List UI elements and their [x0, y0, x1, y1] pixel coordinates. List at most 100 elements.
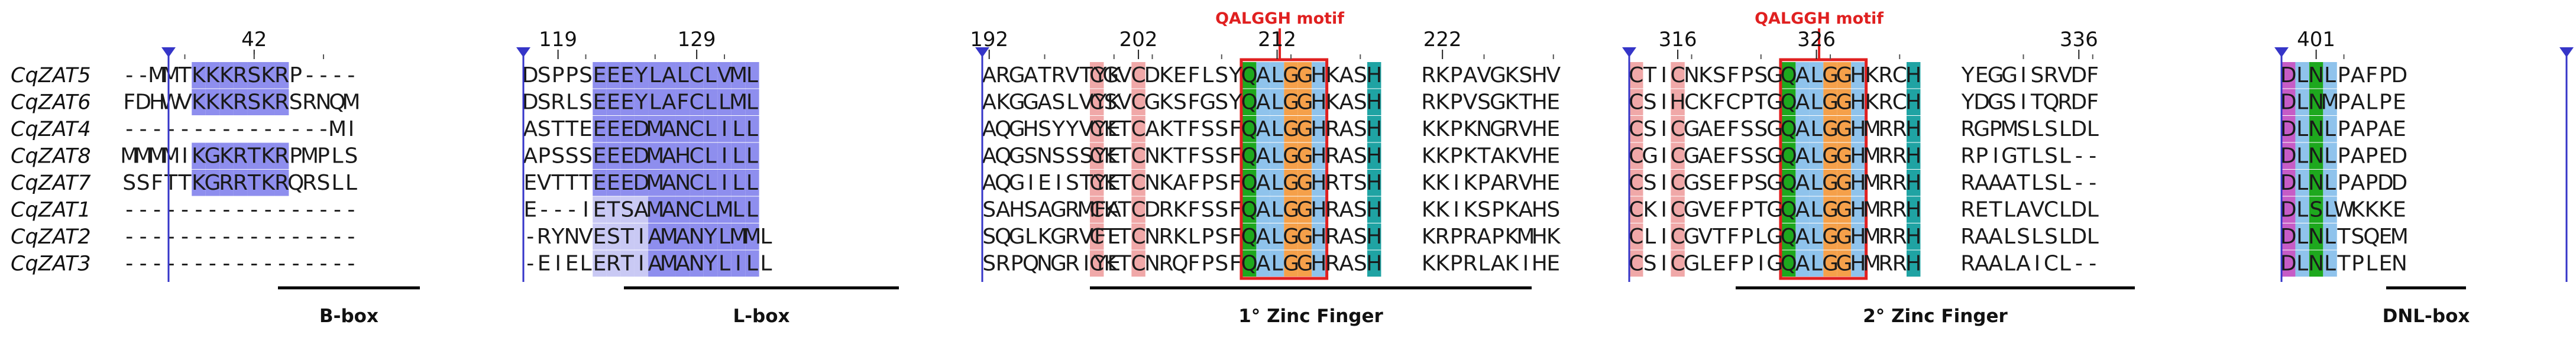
residue-highlight: [1256, 142, 1270, 169]
residue: C: [2044, 252, 2059, 276]
residue: S: [1519, 63, 1532, 87]
residue-highlight: [690, 62, 704, 89]
residue: A: [1491, 144, 1506, 168]
residue: S: [289, 90, 303, 115]
residue-highlight: [1907, 89, 1921, 115]
residue: M: [729, 63, 747, 87]
residue: A: [1698, 144, 1713, 168]
residue-highlight: [2309, 250, 2323, 277]
residue: T: [1118, 252, 1132, 276]
residue: Q: [995, 225, 1011, 249]
position-number: 326: [1797, 28, 1836, 51]
residue: V: [1079, 225, 1094, 249]
residue: P: [1450, 252, 1463, 276]
residue: T: [2017, 171, 2031, 195]
residue: S: [1354, 171, 1367, 195]
residue: K: [1505, 225, 1520, 249]
residue: K: [1643, 198, 1658, 222]
residue: A: [1988, 225, 2003, 249]
residue-highlight: [1284, 250, 1298, 277]
residue: N: [675, 198, 691, 222]
residue: S: [1643, 117, 1657, 141]
residue: G: [1766, 225, 1783, 249]
residue: I: [1453, 198, 1459, 222]
residue-highlight: [1795, 142, 1810, 169]
residue: N: [689, 252, 705, 276]
residue: Q: [1781, 225, 1797, 249]
residue-highlight: [1242, 170, 1257, 196]
residue: H: [1905, 63, 1921, 87]
residue: Y: [1961, 90, 1975, 115]
residue: V: [1519, 171, 1533, 195]
residue-highlight: [1823, 62, 1837, 89]
residue: K: [192, 171, 206, 195]
residue: K: [261, 171, 276, 195]
residue: -: [195, 198, 202, 222]
residue: N: [2308, 252, 2324, 276]
residue: R: [1878, 198, 1893, 222]
separator-marker: [161, 47, 176, 57]
residue: R: [233, 144, 248, 168]
residue: A: [1339, 63, 1354, 87]
residue-highlight: [620, 62, 635, 89]
residue: F: [1727, 198, 1740, 222]
residue: G: [1297, 225, 1313, 249]
residue-highlight: [690, 196, 704, 223]
residue: L: [2087, 198, 2099, 222]
residue: L: [649, 63, 661, 87]
residue: A: [982, 144, 996, 168]
residue-highlight: [1367, 223, 1381, 250]
residue: L: [566, 90, 578, 115]
residue: S: [1215, 117, 1228, 141]
residue: S: [538, 90, 551, 115]
residue: G: [2001, 144, 2018, 168]
residue-highlight: [703, 89, 718, 115]
residue: G: [1766, 171, 1783, 195]
residue: K: [1463, 198, 1478, 222]
residue: K: [1422, 117, 1436, 141]
residue: K: [219, 63, 234, 87]
residue: E: [1107, 171, 1121, 195]
residue: -: [2089, 171, 2096, 195]
residue: V: [1079, 117, 1094, 141]
residue-highlight: [1781, 62, 1796, 89]
residue-highlight: [717, 196, 732, 223]
residue: L: [1811, 252, 1823, 276]
residue: E: [1107, 117, 1121, 141]
residue: S: [1354, 225, 1367, 249]
residue: -: [222, 252, 230, 276]
residue: D: [2280, 198, 2297, 222]
residue: I: [638, 252, 645, 276]
residue-highlight: [192, 89, 206, 115]
residue: S: [122, 171, 136, 195]
residue: -: [140, 198, 147, 222]
residue: T: [1643, 63, 1657, 87]
residue: -: [278, 225, 286, 249]
residue-highlight: [1131, 116, 1145, 142]
residue-highlight: [731, 116, 746, 142]
residue: K: [1463, 117, 1478, 141]
residue: A: [1339, 90, 1354, 115]
residue: S: [2031, 63, 2044, 87]
residue: L: [2031, 117, 2043, 141]
residue: C: [1671, 171, 1685, 195]
residue: C: [690, 63, 704, 87]
residue: E: [523, 198, 537, 222]
residue: T: [1173, 117, 1187, 141]
residue: Y: [1228, 90, 1242, 115]
residue: Q: [995, 117, 1011, 141]
residue-highlight: [1781, 196, 1796, 223]
residue: S: [1201, 198, 1215, 222]
residue: N: [1144, 252, 1160, 276]
residue-highlight: [2323, 142, 2337, 169]
residue: R: [1158, 198, 1173, 222]
sequence-name: CqZAT4: [11, 118, 91, 141]
residue: F: [2086, 63, 2099, 87]
residue: K: [1422, 198, 1436, 222]
residue: H: [1366, 90, 1382, 115]
residue: S: [579, 90, 593, 115]
residue: K: [1435, 63, 1450, 87]
residue: R: [1878, 144, 1893, 168]
residue: G: [1836, 171, 1853, 195]
